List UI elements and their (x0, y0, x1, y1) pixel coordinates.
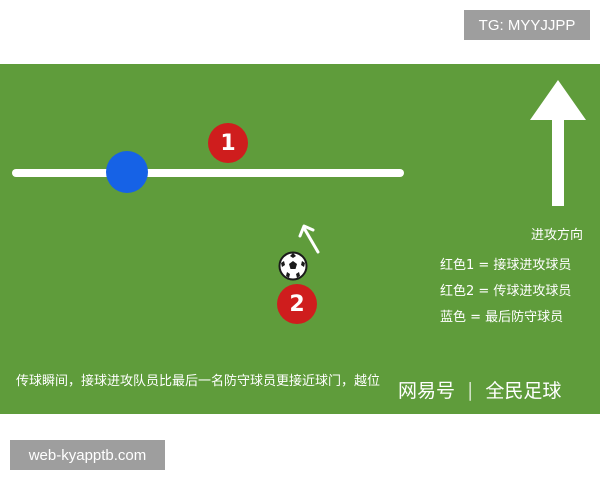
url-badge: web-kyapptb.com (10, 440, 165, 470)
watermark-separator: | (467, 378, 474, 401)
receiving-attacker-marker: 1 (208, 123, 248, 163)
legend-item: 红色2 = 传球进攻球员 (440, 284, 572, 299)
legend-item: 红色1 = 接球进攻球员 (440, 258, 572, 273)
attack-direction-label: 进攻方向 (531, 228, 584, 243)
soccer-field: 1 2 进攻方向 红色1 = 接球进攻球员 红色2 = 传球进攻球员 蓝色 = … (0, 64, 600, 414)
soccer-ball-icon (278, 251, 308, 281)
watermark: 网易号 | 全民足球 (398, 376, 561, 403)
attacker-1-number: 1 (220, 130, 236, 156)
attacker-2-number: 2 (289, 291, 305, 317)
tg-badge: TG: MYYJJPP (464, 10, 590, 40)
legend-item: 蓝色 = 最后防守球员 (440, 310, 564, 325)
attack-direction-arrow-icon (530, 80, 586, 206)
last-defender-marker (106, 151, 148, 193)
watermark-source: 网易号 (398, 380, 456, 402)
offside-line (12, 169, 404, 177)
diagram-caption: 传球瞬间，接球进攻队员比最后一名防守球员更接近球门，越位 (16, 374, 381, 389)
pass-arrow-icon (298, 224, 320, 254)
passing-attacker-marker: 2 (277, 284, 317, 324)
watermark-channel: 全民足球 (485, 380, 562, 402)
